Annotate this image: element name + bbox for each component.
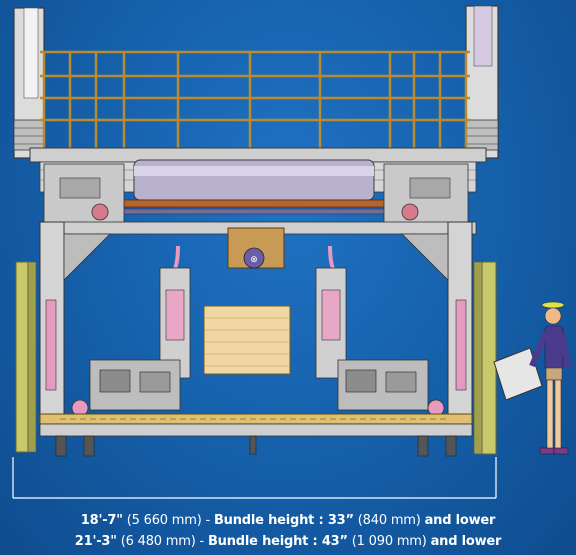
- caption-2-suffix: and lower: [430, 534, 502, 549]
- left-clamp-assembly: [71, 359, 181, 417]
- caption-1-suffix: and lower: [424, 513, 496, 528]
- right-upper-post: [465, 5, 499, 159]
- caption-line-2: 21'-3" (6 480 mm) - Bundle height : 43” …: [0, 534, 576, 549]
- dimension-bracket: [12, 457, 497, 499]
- left-arm: [159, 245, 191, 379]
- left-frame-leg: [39, 221, 111, 423]
- human-figure: [529, 301, 571, 455]
- caption-1-bundle-metric: (840 mm): [353, 513, 425, 528]
- caption-2-bundle-metric: (1 090 mm): [347, 534, 431, 549]
- caption-1-bundle-height: Bundle height : 33”: [213, 513, 354, 528]
- caption-line-1: 18'-7" (5 660 mm) - Bundle height : 33” …: [0, 513, 576, 528]
- svg-text:⊗: ⊗: [250, 255, 258, 265]
- caption-2-dimension-imperial: 21'-3": [74, 534, 117, 549]
- caption-2-bundle-height: Bundle height : 43”: [207, 534, 348, 549]
- top-railing: [40, 50, 470, 150]
- control-panel: [493, 347, 543, 401]
- caption-2-dimension-metric: (6 480 mm) -: [116, 534, 208, 549]
- left-upper-post: [13, 7, 45, 159]
- bottom-conveyor: [39, 413, 473, 437]
- right-roller-mechanism: [383, 163, 469, 225]
- bundle: [203, 305, 291, 375]
- caption-1-dimension-imperial: 18'-7": [80, 513, 123, 528]
- roller: [117, 159, 393, 215]
- right-arm: [315, 245, 347, 379]
- right-clamp-assembly: [337, 359, 445, 417]
- caption-1-dimension-metric: (5 660 mm) -: [122, 513, 214, 528]
- mid-beam: ⊗: [39, 221, 477, 269]
- right-side-guard: [473, 261, 497, 455]
- left-roller-mechanism: [43, 163, 125, 225]
- feet: [55, 435, 457, 457]
- right-frame-leg: [401, 221, 473, 423]
- left-side-guard: [15, 261, 37, 453]
